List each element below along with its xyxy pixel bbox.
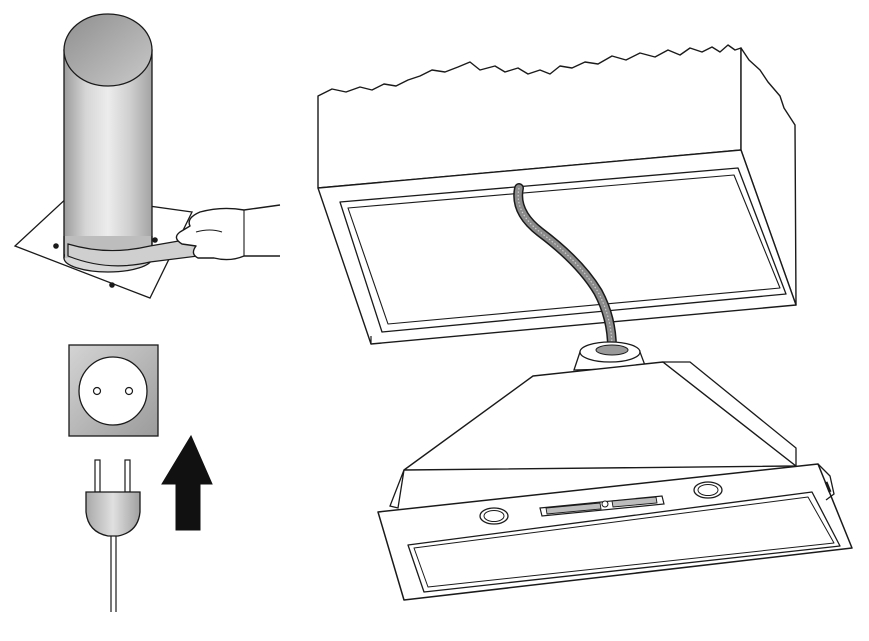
power-plug-icon: [85, 459, 141, 612]
control-strip-icon: [539, 495, 665, 517]
power-panel: [68, 344, 213, 612]
hood-unit-icon: [377, 341, 853, 601]
wall-socket-icon: [68, 344, 159, 437]
hand-icon: [175, 204, 281, 261]
duct-tape-panel: [13, 13, 281, 299]
up-arrow-icon: [161, 434, 213, 531]
installation-panel: [317, 44, 853, 601]
cabinet-icon: [317, 44, 797, 345]
flex-hose-icon: [513, 183, 617, 353]
duct-pipe-icon: [63, 13, 153, 273]
